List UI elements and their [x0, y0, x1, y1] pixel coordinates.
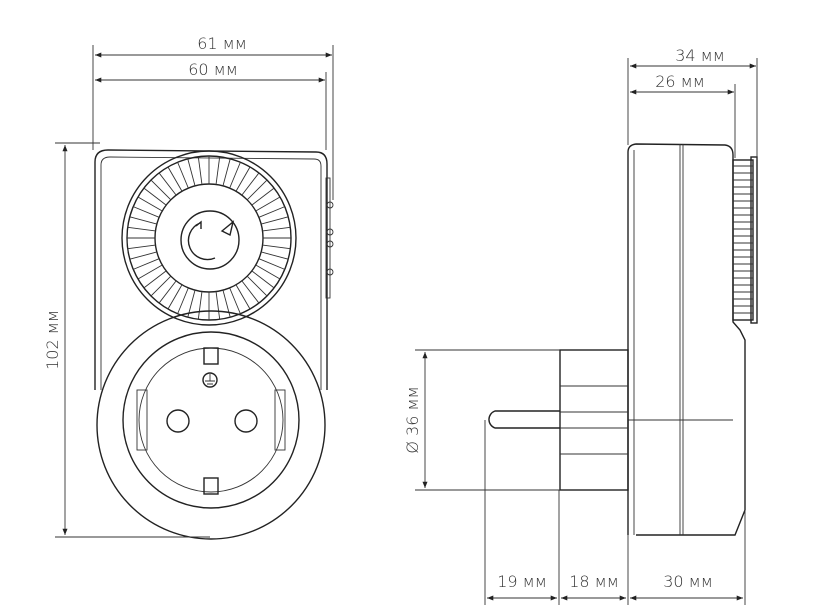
plug: [488, 349, 629, 491]
knurl-tick: [215, 156, 221, 185]
dim-26mm: 26 мм: [655, 72, 705, 91]
knurl-tick: [133, 206, 160, 218]
knurl-tick: [262, 244, 291, 250]
knurl-tick: [229, 287, 241, 314]
knurl-tick: [127, 226, 156, 232]
dim-60mm: 60 мм: [188, 60, 238, 79]
knurl-tick: [167, 284, 183, 310]
knurl-tick: [127, 244, 156, 250]
knurl-tick: [258, 258, 285, 270]
knurl-tick: [251, 187, 275, 206]
knurl-tick: [222, 158, 231, 186]
knurl-tick: [158, 172, 177, 196]
knurl-tick: [241, 172, 260, 196]
dim-19mm: 19 мм: [497, 572, 547, 591]
knurl-tick: [129, 216, 157, 225]
knurl-tick: [255, 196, 281, 212]
knurl-tick: [229, 162, 241, 189]
knurl-tick: [261, 251, 289, 260]
socket: [96, 310, 326, 540]
side-view: 34 мм 26 мм Ø 36 мм 19 мм 18 мм 30 мм: [403, 46, 758, 605]
pointer-icon: [220, 220, 235, 237]
knurl-tick: [215, 291, 221, 320]
knurl-tick: [158, 280, 177, 304]
dim-18mm: 18 мм: [569, 572, 619, 591]
knurl-tick: [246, 179, 268, 201]
knurl-tick: [258, 206, 285, 218]
knurl-tick: [143, 187, 167, 206]
ground-icon: [202, 372, 218, 388]
knurl-tick: [133, 258, 160, 270]
side-dial: [732, 156, 758, 324]
front-view: 61 мм 60 мм 102 мм: [43, 34, 334, 540]
knurl-tick: [235, 166, 251, 192]
rotate-arrow-icon: [187, 220, 216, 261]
knurl-tick: [255, 264, 281, 280]
knurl-tick: [137, 196, 163, 212]
knurl-tick: [251, 270, 275, 289]
knurl-tick: [197, 291, 203, 320]
knurl-tick: [241, 280, 260, 304]
dim-34mm: 34 мм: [675, 46, 725, 65]
knurl-tick: [137, 264, 163, 280]
dim-diameter-36mm: Ø 36 мм: [403, 386, 422, 453]
timer-dial: [121, 150, 297, 326]
dim-61mm: 61 мм: [197, 34, 247, 53]
knurl-tick: [167, 166, 183, 192]
knurl-tick: [143, 270, 167, 289]
knurl-tick: [187, 158, 196, 186]
dim-102mm: 102 мм: [43, 310, 62, 370]
knurl-tick: [262, 226, 291, 232]
knurl-tick: [235, 284, 251, 310]
knurl-tick: [129, 251, 157, 260]
dim-30mm: 30 мм: [663, 572, 713, 591]
knurl-tick: [177, 287, 189, 314]
knurl-tick: [246, 275, 268, 297]
knurl-tick: [261, 216, 289, 225]
knurl-tick: [177, 162, 189, 189]
knurl-tick: [150, 179, 172, 201]
knurl-tick: [150, 275, 172, 297]
knurl-tick: [197, 156, 203, 185]
